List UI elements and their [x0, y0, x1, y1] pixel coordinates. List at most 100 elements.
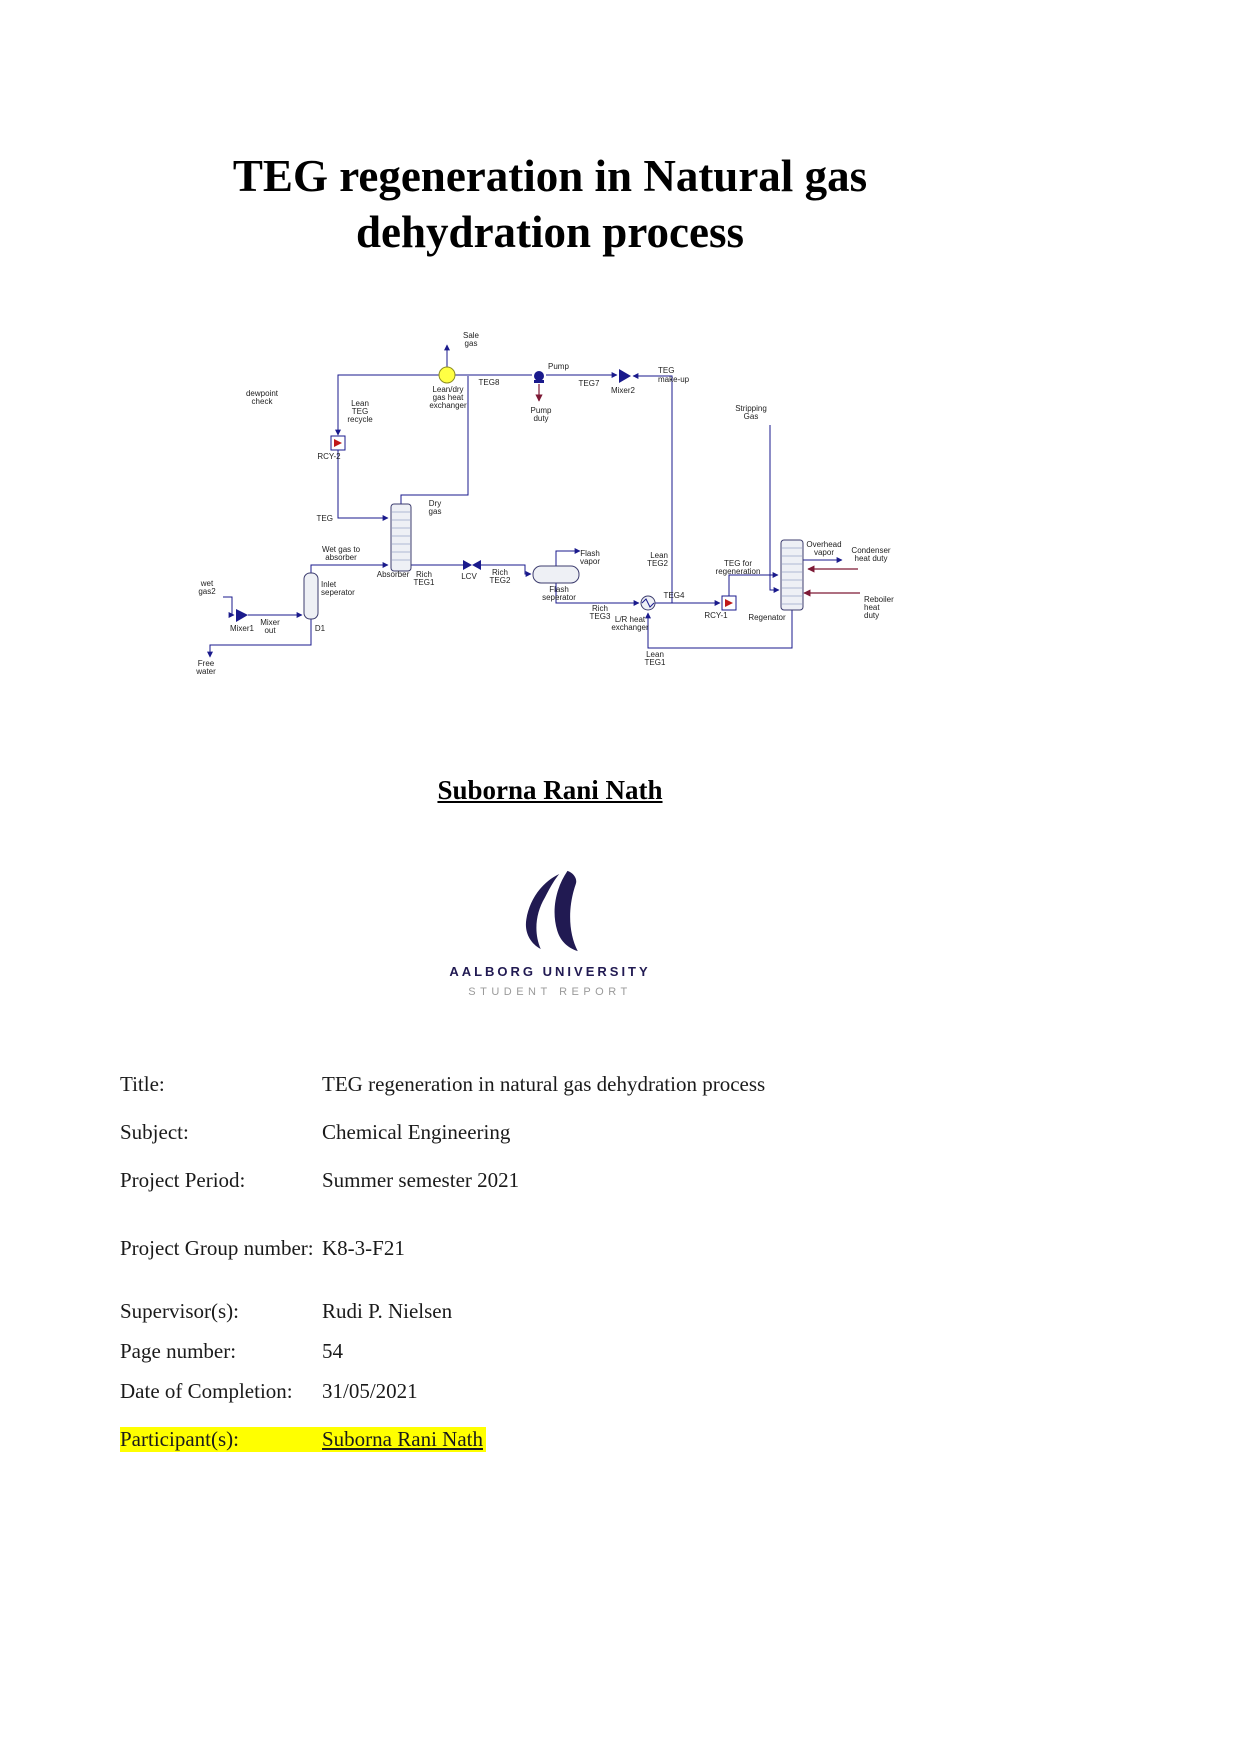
detail-label: Date of Completion: [120, 1379, 293, 1403]
regenerator-trays [782, 547, 802, 605]
label-stripping-gas: Gas [744, 412, 759, 421]
absorber-trays [392, 511, 410, 561]
detail-value: Suborna Rani Nath [322, 1427, 483, 1451]
detail-label: Page number: [120, 1339, 237, 1363]
rcy-2-icon [330, 435, 346, 451]
label-lean-teg1: TEG1 [645, 658, 666, 667]
label-d1: D1 [315, 624, 326, 633]
aau-swoosh-icon [525, 870, 578, 952]
label-lean-teg2: Lean [650, 551, 668, 560]
label-mixer-out: out [264, 626, 276, 635]
label-rcy-1: RCY-1 [704, 611, 728, 620]
detail-value: 54 [322, 1339, 343, 1363]
logo-organization-text: AALBORG UNIVERSITY [449, 964, 651, 979]
detail-row-project-group: Project Group number: K8-3-F21 [120, 1236, 405, 1261]
detail-label: Title: [120, 1072, 165, 1096]
label-condenser-heat-duty: heat duty [855, 554, 888, 563]
detail-row-completion-date: Date of Completion: 31/05/2021 [120, 1379, 418, 1404]
label-wet-gas-to-absorber: absorber [325, 553, 357, 562]
absorber-column [390, 503, 412, 572]
detail-label: Project Group number: [120, 1236, 314, 1260]
detail-label: Supervisor(s): [120, 1299, 239, 1323]
author-name: Suborna Rani Nath [437, 775, 663, 805]
detail-value: 31/05/2021 [322, 1379, 418, 1403]
detail-row-page-number: Page number: 54 [120, 1339, 343, 1364]
label-dry-gas: Dry [429, 499, 441, 508]
detail-value: K8-3-F21 [322, 1236, 405, 1260]
label-pump-duty: Pump [531, 406, 552, 415]
label-lcv: LCV [461, 572, 477, 581]
energy-lines [535, 384, 860, 597]
label-flash-vapor: vapor [580, 557, 600, 566]
inlet-separator-vessel [303, 572, 319, 620]
label-sale-gas: Sale [463, 331, 480, 340]
label-inlet-seperator: seperator [321, 588, 355, 597]
detail-row-subject: Subject: Chemical Engineering [120, 1120, 510, 1145]
label-lean-dry-gas-hx: gas heat [433, 393, 464, 402]
university-logo: AALBORG UNIVERSITY STUDENT REPORT [449, 870, 648, 998]
label-lean-dry-gas-hx: Lean/dry [432, 385, 463, 394]
label-absorber: Absorber [377, 570, 410, 579]
label-overhead-vapor: Overhead [806, 540, 841, 549]
label-pump-duty: duty [533, 414, 548, 423]
label-teg4: TEG4 [664, 591, 685, 600]
detail-row-project-period: Project Period: Summer semester 2021 [120, 1168, 519, 1193]
rcy-1-icon [721, 595, 737, 611]
label-rich-teg1: TEG1 [414, 578, 435, 587]
page-title: TEG regeneration in Natural gas dehydrat… [0, 148, 1100, 261]
label-mixer-out: Mixer [260, 618, 280, 627]
mixer2-icon [619, 369, 631, 383]
label-rich-teg2: Rich [492, 568, 508, 577]
detail-value: TEG regeneration in natural gas dehydrat… [322, 1072, 766, 1096]
label-reboiler-heat-duty: duty [864, 611, 879, 620]
detail-label: Project Period: [120, 1168, 246, 1192]
label-rich-teg3: Rich [592, 604, 608, 613]
lean-dry-gas-hx-icon [438, 366, 456, 384]
label-rich-teg2: TEG2 [490, 576, 511, 585]
label-inlet-seperator: Inlet [321, 580, 337, 589]
process-flow-diagram: Sale gas TEG8 Pump TEG7 Mixer2 TEG make-… [190, 325, 920, 695]
stream-lines [207, 344, 843, 658]
label-lean-teg-recycle: TEG [352, 407, 368, 416]
diagram-labels: Sale gas TEG8 Pump TEG7 Mixer2 TEG make-… [195, 331, 894, 676]
label-teg-for-regeneration: TEG for [724, 559, 752, 568]
label-teg7: TEG7 [579, 379, 600, 388]
label-flash-seperator: Flash [549, 585, 569, 594]
lr-heat-exchanger-icon [640, 595, 656, 611]
label-free-water: water [195, 667, 216, 676]
mixer1-icon [236, 609, 248, 622]
detail-row-participants: Participant(s): Suborna Rani Nath [120, 1427, 486, 1452]
label-rich-teg1: Rich [416, 570, 432, 579]
label-mixer2: Mixer2 [611, 386, 636, 395]
label-lean-teg-recycle: recycle [347, 415, 373, 424]
label-lean-teg2: TEG2 [647, 559, 668, 568]
label-free-water: Free [198, 659, 215, 668]
label-pump: Pump [548, 362, 569, 371]
label-stripping-gas: Stripping [735, 404, 767, 413]
detail-row-title: Title: TEG regeneration in natural gas d… [120, 1072, 765, 1097]
label-dry-gas: gas [429, 507, 442, 516]
label-rich-teg3: TEG3 [590, 612, 611, 621]
label-lean-dry-gas-hx: exchanger [429, 401, 467, 410]
label-teg8: TEG8 [479, 378, 500, 387]
lcv-valve-icon [463, 560, 481, 570]
detail-value: Chemical Engineering [322, 1120, 511, 1144]
label-lean-teg1: Lean [646, 650, 664, 659]
detail-label: Subject: [120, 1120, 189, 1144]
label-teg-for-regeneration: regeneration [716, 567, 761, 576]
label-lr-heat-exchanger: exchanger [611, 623, 649, 632]
label-wet-gas-to-absorber: Wet gas to [322, 545, 361, 554]
label-regenator: Regenator [748, 613, 786, 622]
label-reboiler-heat-duty: Reboiler [864, 595, 894, 604]
label-teg-make-up: make-up [658, 375, 690, 384]
label-dewpoint-check: dewpoint [246, 389, 279, 398]
label-dewpoint-check: check [252, 397, 274, 406]
label-flash-seperator: seperator [542, 593, 576, 602]
detail-label: Participant(s): [120, 1427, 239, 1451]
label-sale-gas: gas [465, 339, 478, 348]
label-condenser-heat-duty: Condenser [851, 546, 890, 555]
flowsheet-svg: Sale gas TEG8 Pump TEG7 Mixer2 TEG make-… [195, 331, 894, 676]
pump-icon [534, 371, 544, 383]
label-lean-teg-recycle: Lean [351, 399, 369, 408]
